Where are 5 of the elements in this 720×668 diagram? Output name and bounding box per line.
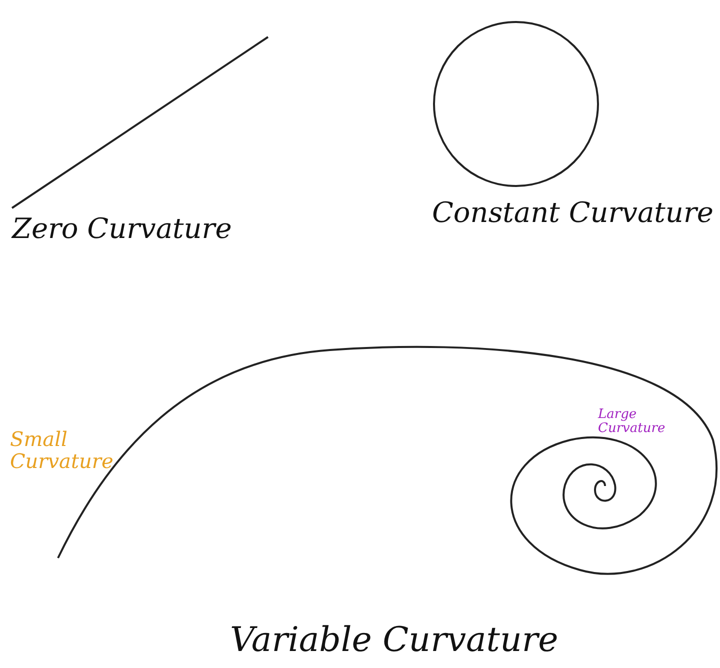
- handwritten-label: Small Curvature: [10, 428, 114, 472]
- handwritten-label: Variable Curvature: [230, 620, 558, 660]
- handwritten-label: Large Curvature: [598, 408, 666, 437]
- handwritten-label: Constant Curvature: [432, 196, 714, 229]
- handwritten-label: Zero Curvature: [12, 212, 232, 245]
